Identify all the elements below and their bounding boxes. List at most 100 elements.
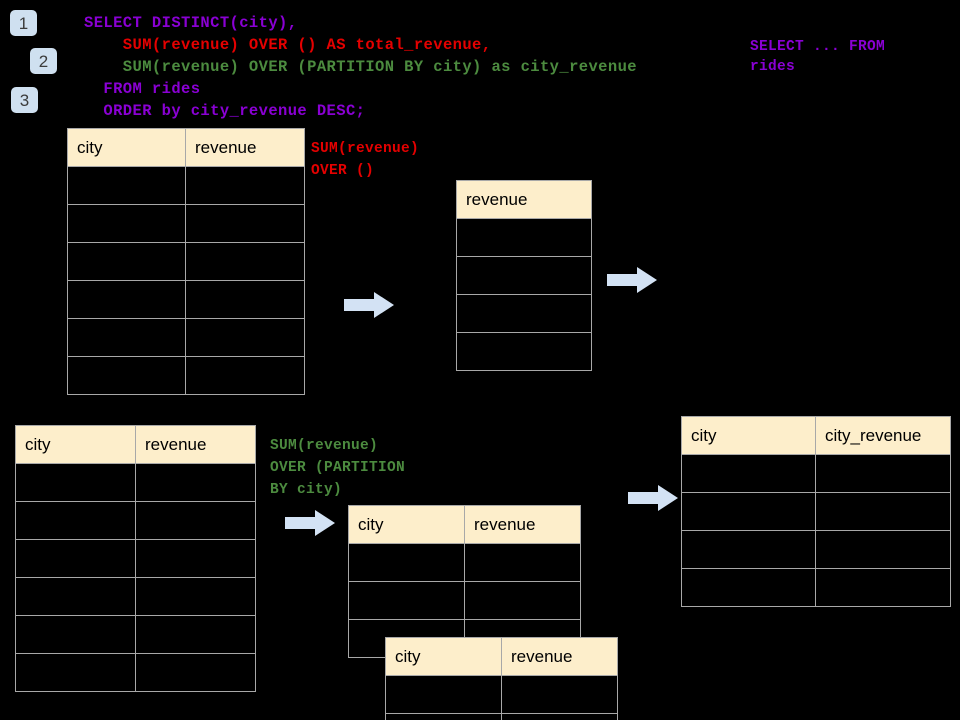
- column-header-revenue: revenue: [464, 505, 581, 544]
- cell-revenue: [456, 332, 592, 371]
- cell-city: [15, 539, 136, 578]
- table-row: [681, 568, 951, 607]
- column-header-revenue: revenue: [501, 637, 618, 676]
- table-final-result: city city_revenue: [681, 416, 951, 607]
- table-row: [67, 280, 305, 319]
- table-header-row: city city_revenue: [681, 416, 951, 455]
- table-row: [15, 501, 256, 540]
- table-row: [67, 242, 305, 281]
- step-badge-2[interactable]: 2: [30, 48, 57, 74]
- annotation-sum-over-empty: SUM(revenue) OVER (): [311, 141, 420, 179]
- arrow-partition-to-result: [628, 485, 678, 511]
- cell-city-revenue: [815, 454, 951, 493]
- cell-city-revenue: [815, 568, 951, 607]
- cell-city: [681, 530, 816, 569]
- table-row: [348, 581, 581, 620]
- cell-revenue: [135, 501, 256, 540]
- table-row: [67, 204, 305, 243]
- cell-revenue: [185, 242, 305, 281]
- step-badge-3-label: 3: [19, 90, 30, 110]
- table-rides-source-top: city revenue: [67, 128, 305, 395]
- sql-line-select: SELECT DISTINCT(city),: [84, 14, 298, 32]
- cell-revenue: [456, 256, 592, 295]
- table-row: [681, 454, 951, 493]
- table-row: [67, 356, 305, 395]
- column-header-city: city: [15, 425, 136, 464]
- table-partition-group-front: city revenue: [385, 637, 618, 720]
- table-total-revenue: revenue: [456, 180, 592, 371]
- cell-revenue: [185, 280, 305, 319]
- cell-revenue: [135, 615, 256, 654]
- cell-city: [15, 653, 136, 692]
- arrow-total-to-result: [607, 267, 657, 293]
- cell-revenue: [464, 543, 581, 582]
- table-header-row: revenue: [456, 180, 592, 219]
- column-header-city: city: [681, 416, 816, 455]
- cell-revenue: [185, 318, 305, 357]
- table-row: [15, 539, 256, 578]
- cell-city: [681, 492, 816, 531]
- table-header-row: city revenue: [67, 128, 305, 167]
- cell-city: [385, 713, 502, 720]
- cell-city: [15, 577, 136, 616]
- table-row: [681, 530, 951, 569]
- cell-city: [15, 501, 136, 540]
- cell-city: [348, 543, 465, 582]
- step-badge-1-label: 1: [18, 13, 29, 33]
- table-row: [456, 218, 592, 257]
- arrow-source-to-partition: [285, 510, 335, 536]
- table-row: [456, 256, 592, 295]
- column-header-revenue: revenue: [185, 128, 305, 167]
- cell-revenue: [185, 166, 305, 205]
- table-partition-group-back: city revenue: [348, 505, 581, 658]
- annotation-sum-over-partition: SUM(revenue) OVER (PARTITION BY city): [270, 438, 406, 498]
- cell-revenue: [185, 356, 305, 395]
- arrow-source-to-total: [344, 292, 394, 318]
- table-rides-source-bottom: city revenue: [15, 425, 256, 692]
- table-row: [15, 463, 256, 502]
- cell-city: [67, 204, 186, 243]
- cell-revenue: [135, 539, 256, 578]
- column-header-city: city: [67, 128, 186, 167]
- table-row: [385, 713, 618, 720]
- table-row: [348, 543, 581, 582]
- table-row: [15, 653, 256, 692]
- cell-city-revenue: [815, 530, 951, 569]
- cell-revenue: [135, 463, 256, 502]
- cell-city: [67, 242, 186, 281]
- cell-revenue: [456, 218, 592, 257]
- cell-revenue: [501, 713, 618, 720]
- cell-revenue: [456, 294, 592, 333]
- table-row: [456, 332, 592, 371]
- cell-city: [681, 568, 816, 607]
- cell-city: [67, 318, 186, 357]
- cell-revenue: [501, 675, 618, 714]
- cell-city: [67, 280, 186, 319]
- step-badge-1[interactable]: 1: [10, 10, 37, 36]
- step-badge-2-label: 2: [38, 51, 49, 71]
- table-header-row: city revenue: [385, 637, 618, 676]
- cell-city: [385, 675, 502, 714]
- cell-revenue: [185, 204, 305, 243]
- sql-line-total-revenue: SUM(revenue) OVER () AS total_revenue,: [84, 36, 492, 54]
- table-row: [15, 615, 256, 654]
- table-header-row: city revenue: [348, 505, 581, 544]
- table-row: [456, 294, 592, 333]
- cell-revenue: [135, 653, 256, 692]
- table-row: [15, 577, 256, 616]
- cell-city: [15, 463, 136, 502]
- cell-city-revenue: [815, 492, 951, 531]
- table-row: [67, 318, 305, 357]
- cell-city: [67, 166, 186, 205]
- table-row: [681, 492, 951, 531]
- sql-line-from: FROM rides: [84, 80, 201, 98]
- cell-city: [67, 356, 186, 395]
- column-header-city: city: [385, 637, 502, 676]
- table-row: [67, 166, 305, 205]
- cell-city: [348, 581, 465, 620]
- column-header-revenue: revenue: [456, 180, 592, 219]
- step-badge-3[interactable]: 3: [11, 87, 38, 113]
- annotation-select-from-rides: SELECT ... FROM rides: [750, 39, 886, 75]
- table-row: [385, 675, 618, 714]
